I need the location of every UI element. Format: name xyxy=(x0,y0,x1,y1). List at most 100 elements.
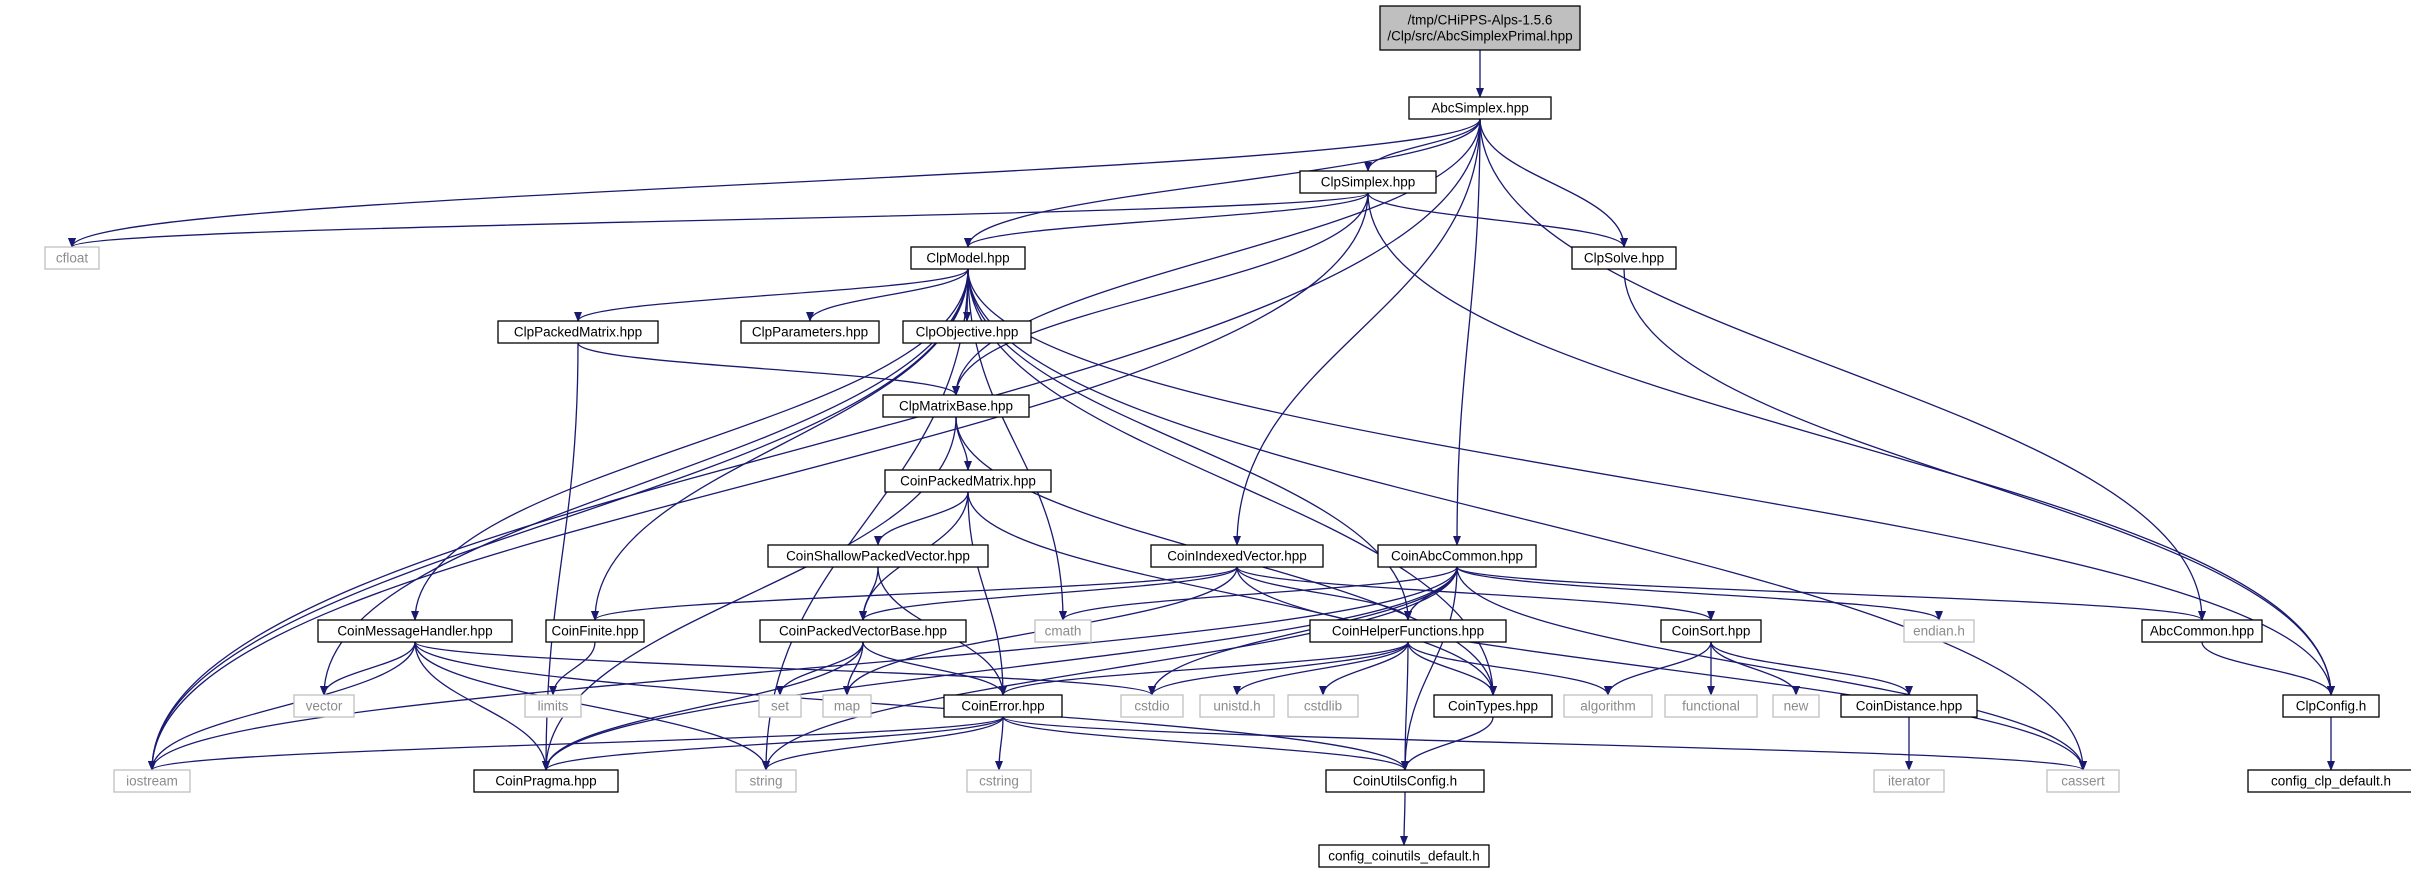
node-label: cfloat xyxy=(56,251,89,266)
edge-CoinSort-to-new xyxy=(1710,641,1800,696)
nodes: /tmp/CHiPPS-Alps-1.5.6/Clp/src/AbcSimple… xyxy=(44,5,2411,868)
edge-CoinHelperFunctions-to-algorithm xyxy=(1407,641,1612,696)
edge-line xyxy=(859,566,1238,621)
node-cstdlib: cstdlib xyxy=(1287,694,1359,718)
edge-AbcSimplex-to-cfloat xyxy=(68,118,1481,248)
node-ClpMatrixBase[interactable]: ClpMatrixBase.hpp xyxy=(882,394,1030,418)
edge-CoinAbcCommon-to-CoinPragma xyxy=(542,566,1458,771)
node-CoinAbcCommon[interactable]: CoinAbcCommon.hpp xyxy=(1377,544,1537,568)
node-iostream: iostream xyxy=(113,769,191,793)
edge-line xyxy=(874,491,969,546)
node-CoinShallowPackedVector[interactable]: CoinShallowPackedVector.hpp xyxy=(767,544,989,568)
node-CoinError[interactable]: CoinError.hpp xyxy=(943,694,1063,718)
edge-line xyxy=(549,641,596,696)
node-CoinPackedMatrix[interactable]: CoinPackedMatrix.hpp xyxy=(884,469,1052,493)
edge-line xyxy=(1319,641,1409,696)
node-label: set xyxy=(771,699,789,714)
edge-AbcSimplex-to-CoinAbcCommon xyxy=(1453,118,1481,546)
edge-line xyxy=(414,641,1156,696)
node-AbcCommon[interactable]: AbcCommon.hpp xyxy=(2141,619,2263,643)
edge-line xyxy=(542,716,1004,771)
node-box xyxy=(1034,619,1092,643)
edge-line xyxy=(68,192,1369,248)
edge-CoinHelperFunctions-to-cstdlib xyxy=(1319,641,1409,696)
node-box xyxy=(1377,544,1537,568)
edge-line xyxy=(1236,566,1715,621)
node-box xyxy=(2046,769,2120,793)
node-box xyxy=(1287,694,1359,718)
edge-line xyxy=(1456,566,1943,621)
node-box xyxy=(317,619,513,643)
node-box xyxy=(1408,96,1552,120)
edge-line xyxy=(1367,192,1628,248)
node-box xyxy=(113,769,191,793)
node-ClpConfig[interactable]: ClpConfig.h xyxy=(2282,694,2380,718)
node-box xyxy=(943,694,1063,718)
node-ClpModel[interactable]: ClpModel.hpp xyxy=(910,246,1026,270)
edge-CoinPackedMatrix-to-CoinShallowPackedVector xyxy=(874,491,969,546)
edge-CoinError-to-cstring xyxy=(995,716,1004,771)
node-label: functional xyxy=(1682,699,1740,714)
edge-CoinPackedMatrix-to-CoinTypes xyxy=(967,491,1497,696)
edge-CoinShallowPackedVector-to-CoinPackedVectorBase xyxy=(859,566,879,621)
node-CoinTypes[interactable]: CoinTypes.hpp xyxy=(1433,694,1553,718)
node-CoinFinite[interactable]: CoinFinite.hpp xyxy=(545,619,645,643)
edge-line xyxy=(1710,641,1800,696)
node-label: config_coinutils_default.h xyxy=(1328,849,1480,864)
node-box xyxy=(1150,544,1324,568)
edge-CoinAbcCommon-to-CoinHelperFunctions xyxy=(1404,566,1458,621)
node-AbcSimplex[interactable]: AbcSimplex.hpp xyxy=(1408,96,1552,120)
edge-CoinMessageHandler-to-iostream xyxy=(148,641,416,771)
node-root[interactable]: /tmp/CHiPPS-Alps-1.5.6/Clp/src/AbcSimple… xyxy=(1379,5,1581,51)
edge-line xyxy=(414,641,770,771)
node-config_clp_default[interactable]: config_clp_default.h xyxy=(2247,769,2411,793)
node-CoinUtilsConfig[interactable]: CoinUtilsConfig.h xyxy=(1325,769,1485,793)
edge-CoinSort-to-algorithm xyxy=(1604,641,1712,696)
node-box xyxy=(497,320,659,344)
node-box xyxy=(1664,694,1758,718)
node-functional: functional xyxy=(1664,694,1758,718)
edge-line xyxy=(967,491,1497,696)
edge-line xyxy=(414,641,550,771)
node-box xyxy=(1903,619,1975,643)
node-label: CoinTypes.hpp xyxy=(1448,699,1538,714)
node-label: /tmp/CHiPPS-Alps-1.5.6 xyxy=(1408,13,1553,28)
edge-line xyxy=(1364,118,1481,172)
edge-line xyxy=(762,716,1004,771)
node-CoinPackedVectorBase[interactable]: CoinPackedVectorBase.hpp xyxy=(759,619,967,643)
edge-line xyxy=(995,716,1004,771)
node-ClpPackedMatrix[interactable]: ClpPackedMatrix.hpp xyxy=(497,320,659,344)
node-CoinSort[interactable]: CoinSort.hpp xyxy=(1660,619,1762,643)
node-limits: limits xyxy=(524,694,582,718)
node-box xyxy=(1299,170,1437,194)
edge-CoinError-to-iostream xyxy=(148,716,1004,771)
edge-line xyxy=(1236,566,1412,621)
node-ClpSimplex[interactable]: ClpSimplex.hpp xyxy=(1299,170,1437,194)
node-CoinDistance[interactable]: CoinDistance.hpp xyxy=(1840,694,1978,718)
node-CoinMessageHandler[interactable]: CoinMessageHandler.hpp xyxy=(317,619,513,643)
node-label: CoinPackedVectorBase.hpp xyxy=(779,624,947,639)
edge-line xyxy=(1407,641,1612,696)
edge-AbcCommon-to-ClpConfig xyxy=(2201,641,2335,696)
edge-ClpMatrixBase-to-CoinPackedMatrix xyxy=(955,416,972,471)
node-config_coinutils_default[interactable]: config_coinutils_default.h xyxy=(1318,844,1490,868)
edge-ClpSimplex-to-ClpMatrixBase xyxy=(952,192,1369,396)
node-ClpSolve[interactable]: ClpSolve.hpp xyxy=(1571,246,1677,270)
node-ClpParameters[interactable]: ClpParameters.hpp xyxy=(740,320,880,344)
node-ClpObjective[interactable]: ClpObjective.hpp xyxy=(902,320,1032,344)
node-box xyxy=(2141,619,2263,643)
edge-ClpPackedMatrix-to-ClpMatrixBase xyxy=(577,342,960,396)
edge-line xyxy=(964,192,1369,248)
edge-CoinIndexedVector-to-CoinPackedVectorBase xyxy=(859,566,1238,621)
node-CoinHelperFunctions[interactable]: CoinHelperFunctions.hpp xyxy=(1309,619,1507,643)
edge-line xyxy=(1604,641,1712,696)
node-box xyxy=(1660,619,1762,643)
edge-line xyxy=(148,566,1458,771)
edge-ClpModel-to-string xyxy=(762,268,969,771)
node-box xyxy=(759,619,967,643)
node-label: vector xyxy=(306,699,343,714)
node-CoinIndexedVector[interactable]: CoinIndexedVector.hpp xyxy=(1150,544,1324,568)
node-CoinPragma[interactable]: CoinPragma.hpp xyxy=(473,769,619,793)
edge-ClpModel-to-ClpConfig xyxy=(967,268,2335,696)
